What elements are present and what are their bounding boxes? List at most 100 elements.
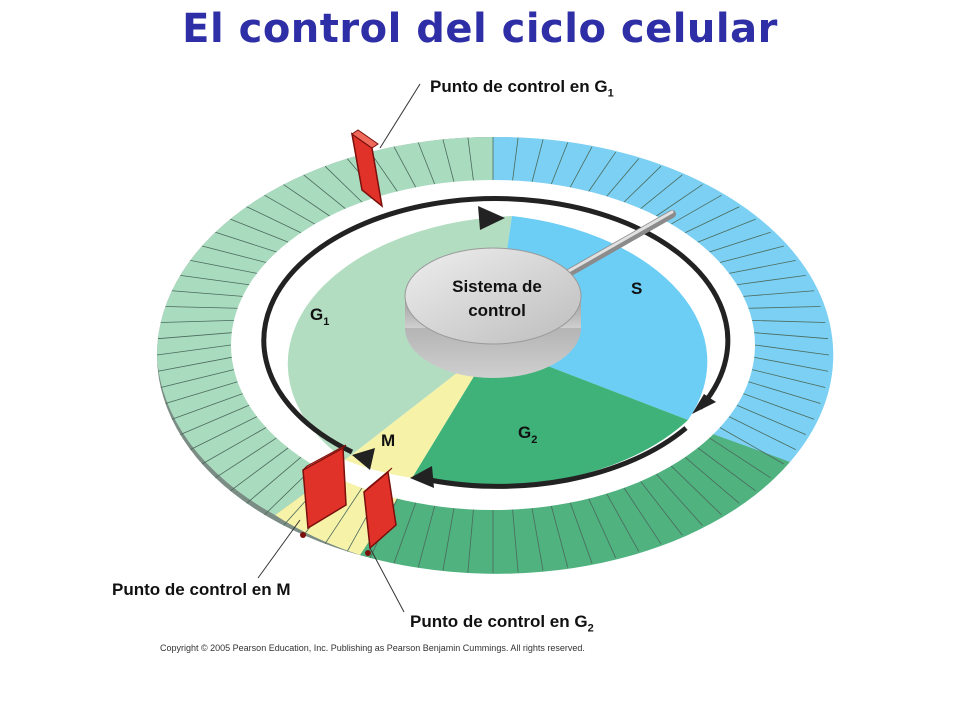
ring-segment-line xyxy=(709,231,771,253)
ring-segment-line xyxy=(160,369,235,388)
phase-label-g1: G1 xyxy=(310,305,329,328)
arrow-head-top xyxy=(478,206,505,230)
ring-segment-line xyxy=(656,184,703,217)
ring-segment-line xyxy=(709,437,771,479)
ring-segment-line xyxy=(160,320,234,323)
ring-segment-line xyxy=(190,260,258,274)
ring-segment-line xyxy=(754,344,830,356)
ring-segment-line xyxy=(569,146,593,188)
ring-segment-line xyxy=(743,290,815,297)
checkpoint-gate-m xyxy=(257,444,347,579)
ring-segment-line xyxy=(754,356,829,372)
ring-segment-line xyxy=(303,174,346,209)
page-title: El control del ciclo celular xyxy=(182,6,778,52)
ring-segment-line xyxy=(748,306,821,309)
ring-segment-line xyxy=(467,509,474,573)
arrow-head-s xyxy=(692,394,716,414)
ring-segment-line xyxy=(743,393,815,420)
checkpoint-label-m: Punto de control en M xyxy=(112,580,291,599)
ring-segment-line xyxy=(369,151,398,192)
ring-segment-line xyxy=(215,231,277,253)
ring-segment-line xyxy=(156,344,232,356)
cycle-arrows xyxy=(261,196,731,489)
control-system-disc: Sistema de control xyxy=(404,247,582,378)
ring-segment-line xyxy=(736,404,806,436)
phase-m-sector xyxy=(345,345,493,478)
ring-segment-line xyxy=(550,505,569,568)
ring-segment-line xyxy=(684,456,740,504)
ring-segment-line xyxy=(569,502,593,564)
ring-segment-line xyxy=(656,473,703,526)
ring-segment-line xyxy=(165,306,238,309)
ring-segment-line xyxy=(728,260,796,274)
ring-segment-line xyxy=(417,142,436,185)
ring-segment-line xyxy=(324,487,363,545)
ring-segment-line xyxy=(201,245,267,263)
ring-segment-line xyxy=(393,502,417,564)
ring-segment-line xyxy=(180,404,250,436)
copyright-notice: Copyright © 2005 Pearson Education, Inc.… xyxy=(160,643,585,653)
ring-segment-line xyxy=(754,332,829,340)
ring-segment-line xyxy=(588,151,617,192)
ring-segment-line xyxy=(246,456,302,504)
arrow-head-g2 xyxy=(410,466,434,488)
ring-segment-line xyxy=(442,508,455,571)
ring-segment-line xyxy=(512,509,519,573)
ring-segment-line xyxy=(171,393,243,420)
ring-segment-line xyxy=(728,416,796,450)
ring-segment-line xyxy=(324,165,363,203)
ring-segment-line xyxy=(512,137,519,181)
control-dial-pointer xyxy=(556,210,676,282)
center-label-line1: Sistema de xyxy=(452,277,542,296)
ring-segment-line xyxy=(623,165,662,203)
ring-segment-line xyxy=(697,447,756,492)
ring-segment-line xyxy=(157,332,232,340)
phase-label-g2: G2 xyxy=(518,423,537,446)
checkpoint-gate-g1 xyxy=(350,83,421,208)
checkpoint-label-g2: Punto de control en G2 xyxy=(410,612,594,635)
ring-segment-line xyxy=(752,320,826,323)
ring-segment-line xyxy=(606,493,640,552)
ring-segment-line xyxy=(623,487,662,545)
ring-segment-line xyxy=(190,416,258,450)
checkpoint-label-g1: Punto de control en G1 xyxy=(430,77,614,100)
ring-segment-line xyxy=(531,139,544,182)
ring-segment-line xyxy=(230,218,289,243)
ring-segment-line xyxy=(264,194,315,225)
ring-segment-line xyxy=(606,158,640,197)
ring-segment-line xyxy=(171,290,243,297)
ring-segment-line xyxy=(201,427,267,465)
ring-segment-line xyxy=(215,437,277,479)
center-label-line2: control xyxy=(468,301,526,320)
ring-segment-line xyxy=(157,356,232,372)
ring-segment-line xyxy=(697,218,756,243)
ring-segment-line xyxy=(246,206,302,234)
ring-segment-line xyxy=(417,505,436,568)
ring-segment-line xyxy=(719,427,785,465)
ring-segment-line xyxy=(748,381,821,404)
ring-segment-line xyxy=(588,498,617,559)
phase-label-s: S xyxy=(631,279,642,298)
ring-segment-line xyxy=(442,139,455,182)
checkpoint-gate-g2 xyxy=(363,467,405,613)
ring-segment-line xyxy=(467,137,474,181)
ring-segment-line xyxy=(736,274,806,286)
ring-segment-line xyxy=(719,245,785,263)
ring-segment-line xyxy=(180,274,250,286)
ring-segment-line xyxy=(230,447,289,492)
ring-segment-line xyxy=(684,206,740,234)
phase-label-m: M xyxy=(381,431,395,450)
ring-segment-line xyxy=(393,146,417,188)
arrow-head-m xyxy=(352,448,375,470)
ring-segment-line xyxy=(550,142,569,185)
ring-segment-line xyxy=(751,369,826,388)
ring-segment-line xyxy=(283,184,330,217)
phase-g2-sector xyxy=(412,345,688,487)
ring-segment-line xyxy=(640,481,683,536)
ring-segment-line xyxy=(640,174,683,209)
ring-segment-line xyxy=(531,508,544,571)
ring-segment-line xyxy=(165,381,238,404)
ring-segment-line xyxy=(670,465,722,516)
ring-segment-line xyxy=(671,194,722,225)
